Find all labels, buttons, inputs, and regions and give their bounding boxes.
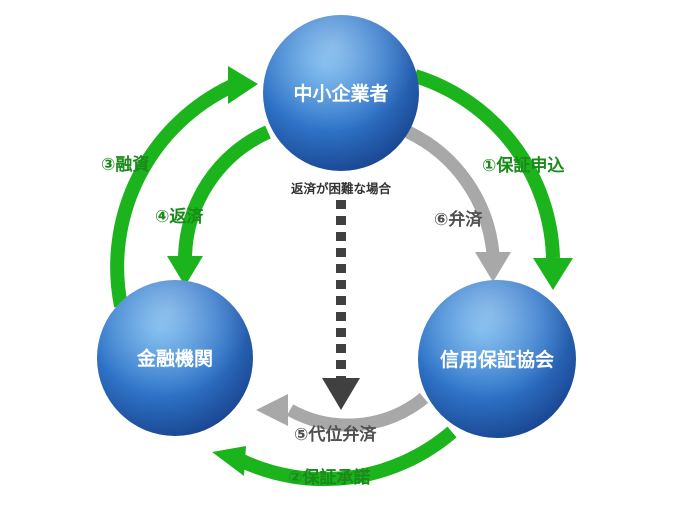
label-difficult-repayment: 返済が困難な場合 — [291, 181, 392, 196]
label-repayment: ④返済 — [155, 206, 204, 227]
label-guarantee-approval: ②保証承諾 — [288, 467, 370, 488]
arrow-guarantee-application — [412, 69, 560, 259]
node-guarantee: 信用保証協会 — [418, 280, 576, 438]
label-settlement: ⑥弁済 — [434, 209, 483, 230]
label-financing: ③融資 — [101, 155, 149, 175]
arrow-difficult-repayment-head — [322, 378, 360, 410]
node-bank-label: 金融機関 — [136, 347, 213, 370]
arrow-repayment-head — [167, 256, 203, 286]
arrow-guarantee-approval — [236, 426, 457, 487]
arrow-settlement-head — [475, 252, 511, 282]
arrow-repayment — [178, 125, 271, 259]
arrow-financing-head — [228, 66, 258, 104]
node-sme: 中小企業者 — [263, 15, 419, 171]
arrow-guarantee-application-head — [533, 258, 573, 290]
arrow-guarantee-approval-head — [212, 446, 246, 476]
node-bank: 金融機関 — [97, 280, 253, 436]
arrow-financing — [110, 79, 235, 308]
label-guarantee-application: ①保証申込 — [482, 155, 564, 176]
node-sme-label: 中小企業者 — [293, 82, 388, 105]
arrow-settlement — [405, 126, 500, 255]
label-subrogation: ⑤代位弁済 — [294, 424, 377, 445]
node-guarantee-label: 信用保証協会 — [440, 348, 554, 371]
arrow-subrogation-head — [256, 394, 288, 426]
arrow-subrogation — [286, 392, 429, 432]
